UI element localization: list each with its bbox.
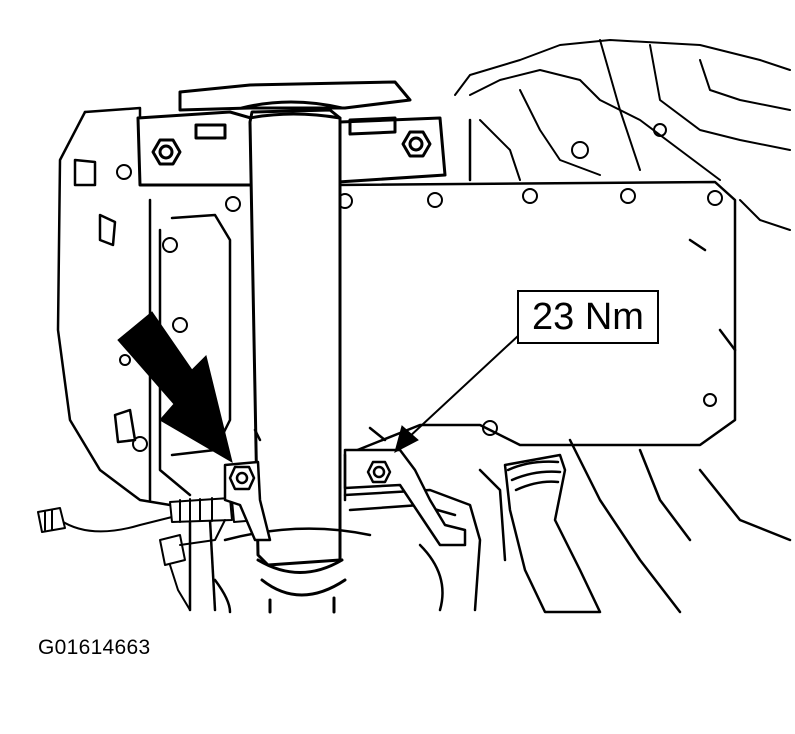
pan-bolt	[427, 192, 443, 208]
pan-bolt	[132, 436, 148, 452]
torque-spec-callout: 23 Nm	[517, 290, 659, 344]
mounting-bracket-right	[253, 426, 467, 547]
pan-bolt	[522, 188, 538, 204]
bracket-bolt-head	[401, 130, 432, 158]
bolt-head	[228, 465, 256, 491]
pan-bolt	[620, 188, 636, 204]
pan-bolt	[172, 317, 188, 333]
pan-bolt	[116, 164, 132, 180]
figure-id: G01614663	[38, 636, 151, 659]
pan-bolt	[225, 196, 241, 212]
bracket-bolt-head	[151, 138, 182, 166]
pickup-tube	[240, 100, 347, 614]
pan-bolts	[116, 164, 723, 452]
pan-bolt	[703, 393, 717, 407]
torque-bolt	[366, 460, 392, 484]
pointer-arrow-large	[117, 311, 233, 464]
pan-bolt	[482, 420, 498, 436]
engine-block-outline	[454, 39, 791, 231]
pan-bolt	[162, 237, 178, 253]
pan-bolt	[707, 190, 723, 206]
left-bolt-assembly	[223, 460, 272, 542]
coolant-hose	[503, 438, 792, 614]
torque-leader	[394, 334, 520, 453]
leader-arrowhead	[394, 425, 419, 453]
pan-bolt	[119, 354, 131, 366]
